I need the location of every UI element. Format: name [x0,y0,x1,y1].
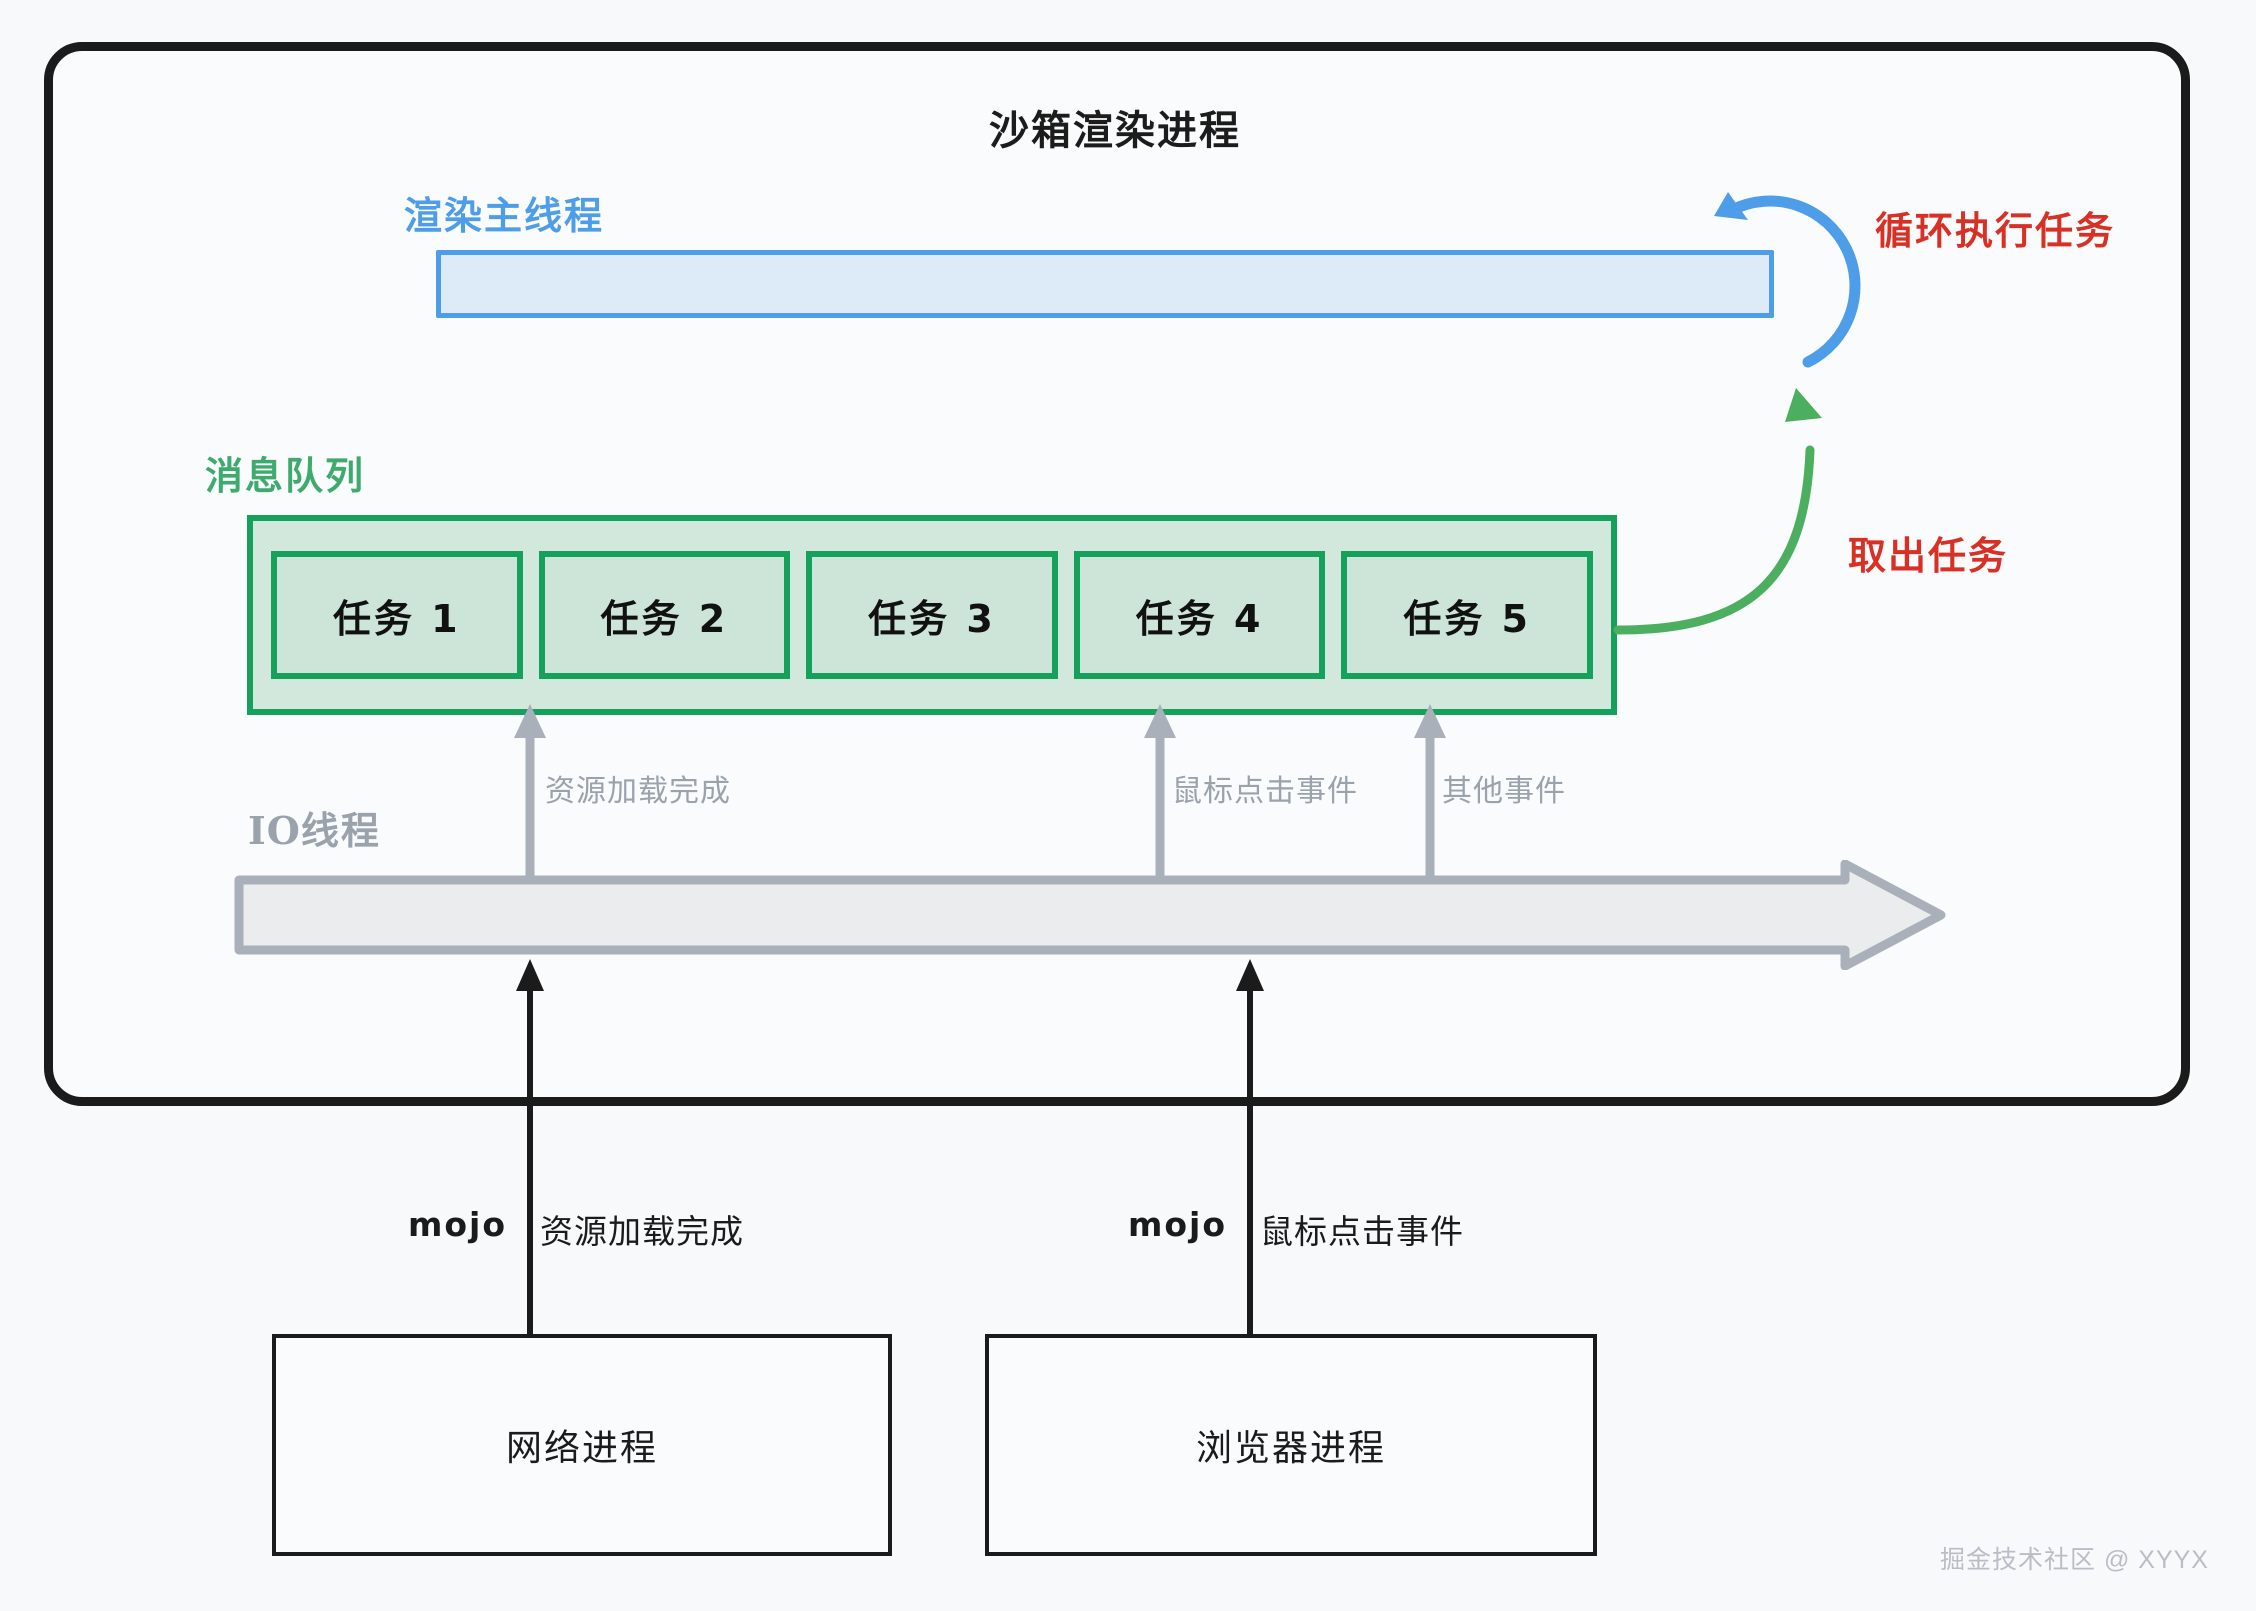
takeout-task-arrow-icon [1613,388,1822,635]
task-item[interactable]: 任务 3 [806,551,1058,679]
takeout-task-label: 取出任务 [1848,536,2009,578]
io-thread-bar [234,860,1946,970]
render-main-thread-label: 渲染主线程 [404,196,605,238]
io-thread-label-mono: IO [248,808,301,853]
mojo-arrow-icon [1236,959,1264,1345]
io-thread-label-rest: 线程 [300,811,381,853]
io-event-label: 其他事件 [1442,775,1566,808]
io-event-label: 资源加载完成 [545,775,731,808]
message-queue-label: 消息队列 [205,456,366,498]
io-event-label: 鼠标点击事件 [1172,775,1358,808]
network-process-box[interactable]: 网络进程 [272,1334,892,1556]
io-event-arrow-icon [1144,704,1176,890]
mojo-message-label: 鼠标点击事件 [1260,1213,1464,1250]
task-item[interactable]: 任务 5 [1341,551,1593,679]
io-event-arrow-icon [1414,704,1446,890]
page-title: 沙箱渲染进程 [989,109,1241,153]
loop-execute-task-label: 循环执行任务 [1875,211,2116,253]
task-item[interactable]: 任务 4 [1073,551,1326,679]
mojo-message-label: 资源加载完成 [540,1213,744,1250]
watermark: 掘金技术社区 @ XYYX [1940,1546,2209,1574]
io-event-arrow-icon [514,704,546,890]
render-main-thread-bar [436,250,1774,318]
message-queue-container: 任务 1 任务 2 任务 3 任务 4 任务 5 [247,515,1617,715]
task-item[interactable]: 任务 2 [538,551,791,679]
task-item[interactable]: 任务 1 [271,551,523,679]
circular-arrow-icon [1714,192,1861,368]
browser-process-box[interactable]: 浏览器进程 [985,1334,1597,1556]
mojo-protocol-label: mojo [408,1205,508,1244]
io-thread-label: IO线程 [248,800,381,855]
mojo-protocol-label: mojo [1128,1205,1228,1244]
mojo-arrow-icon [516,959,544,1345]
